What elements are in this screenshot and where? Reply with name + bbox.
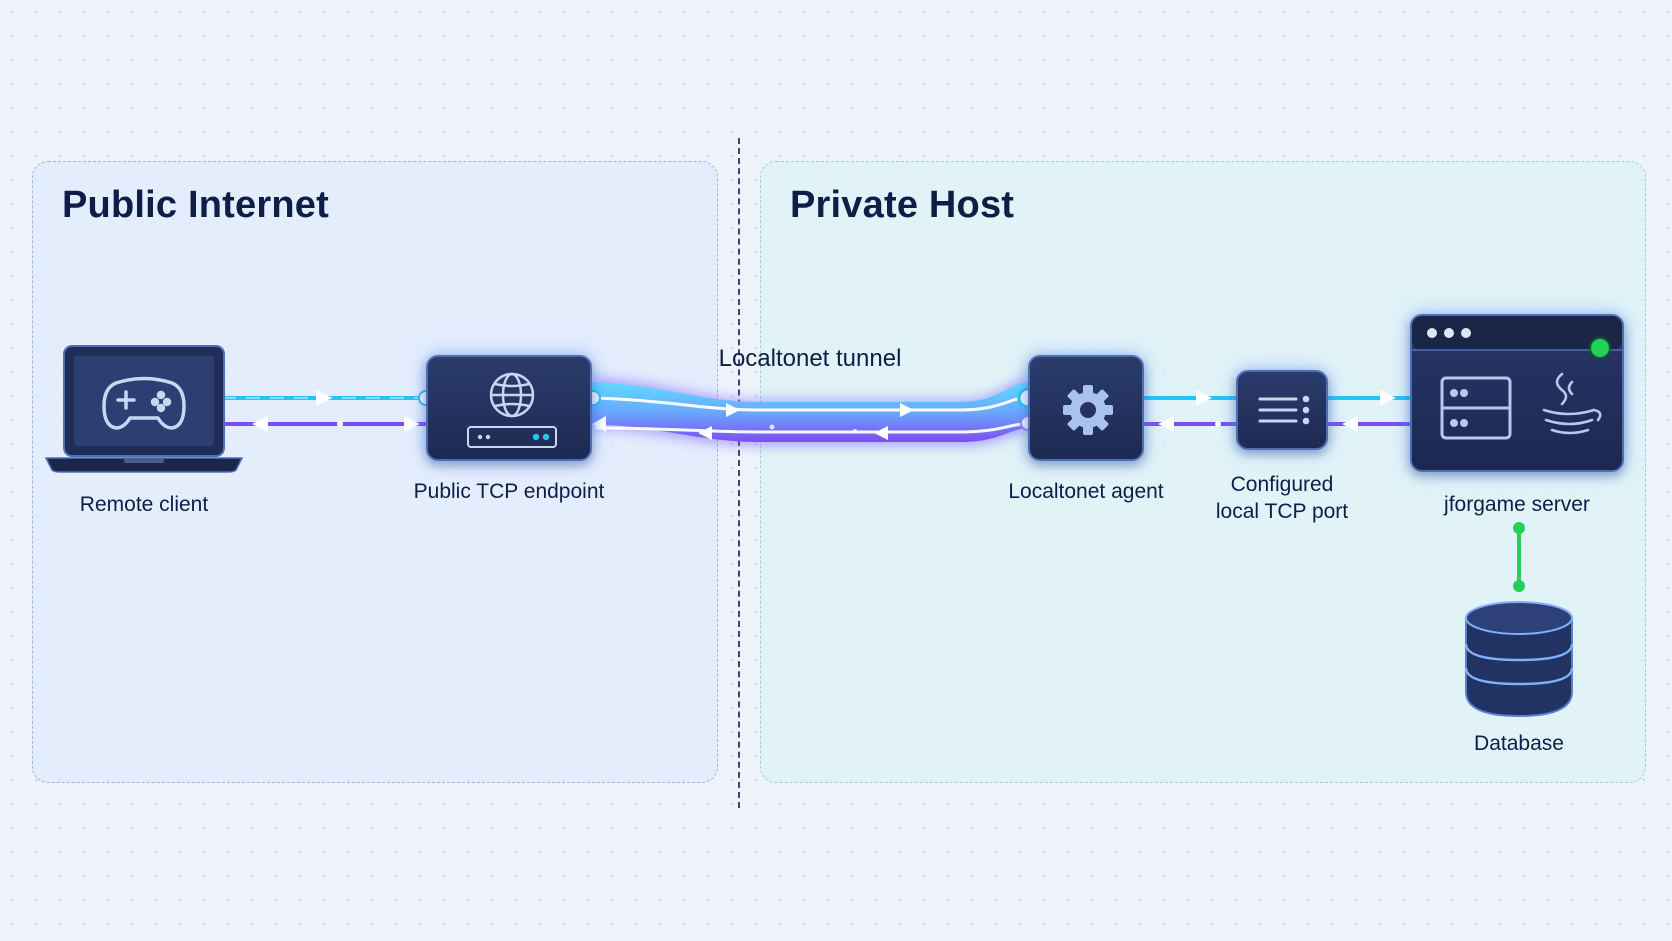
- java-icon: [1542, 372, 1602, 435]
- localtonet-agent-label: Localtonet agent: [1008, 480, 1164, 503]
- public-tcp-endpoint-label: Public TCP endpoint: [413, 480, 605, 503]
- local-tcp-port-label-line2: local TCP port: [1215, 500, 1349, 523]
- server-icon: [1440, 376, 1512, 440]
- localtonet-agent-node: [1028, 355, 1144, 461]
- public-internet-title: Public Internet: [62, 184, 329, 226]
- jforgame-server-label: jforgame server: [1444, 493, 1590, 516]
- gear-icon: [1063, 385, 1113, 435]
- agent-port-link: [1144, 390, 1236, 432]
- tunnel-label: Localtonet tunnel: [718, 345, 902, 372]
- jforgame-server-node: [1410, 314, 1624, 472]
- port-server-link: [1328, 390, 1410, 432]
- client-endpoint-link: [222, 390, 434, 432]
- network-boundary-divider: [738, 138, 740, 808]
- server-database-link: [1513, 522, 1525, 592]
- local-tcp-port-label-line1: Configured: [1230, 473, 1334, 496]
- local-tcp-port-node: [1236, 370, 1328, 450]
- public-tcp-endpoint-node: [426, 355, 592, 461]
- globe-icon: [489, 372, 535, 418]
- laptop-icon: [44, 345, 244, 473]
- remote-client-label: Remote client: [79, 493, 209, 516]
- private-host-title: Private Host: [790, 184, 1015, 226]
- database-icon: [1464, 601, 1574, 718]
- list-icon: [1258, 395, 1310, 425]
- status-indicator: [1589, 337, 1611, 359]
- gamepad-icon: [102, 376, 186, 430]
- database-label: Database: [1474, 732, 1564, 755]
- tunnel-tube: [590, 378, 1030, 446]
- server-rack-icon: [467, 426, 557, 448]
